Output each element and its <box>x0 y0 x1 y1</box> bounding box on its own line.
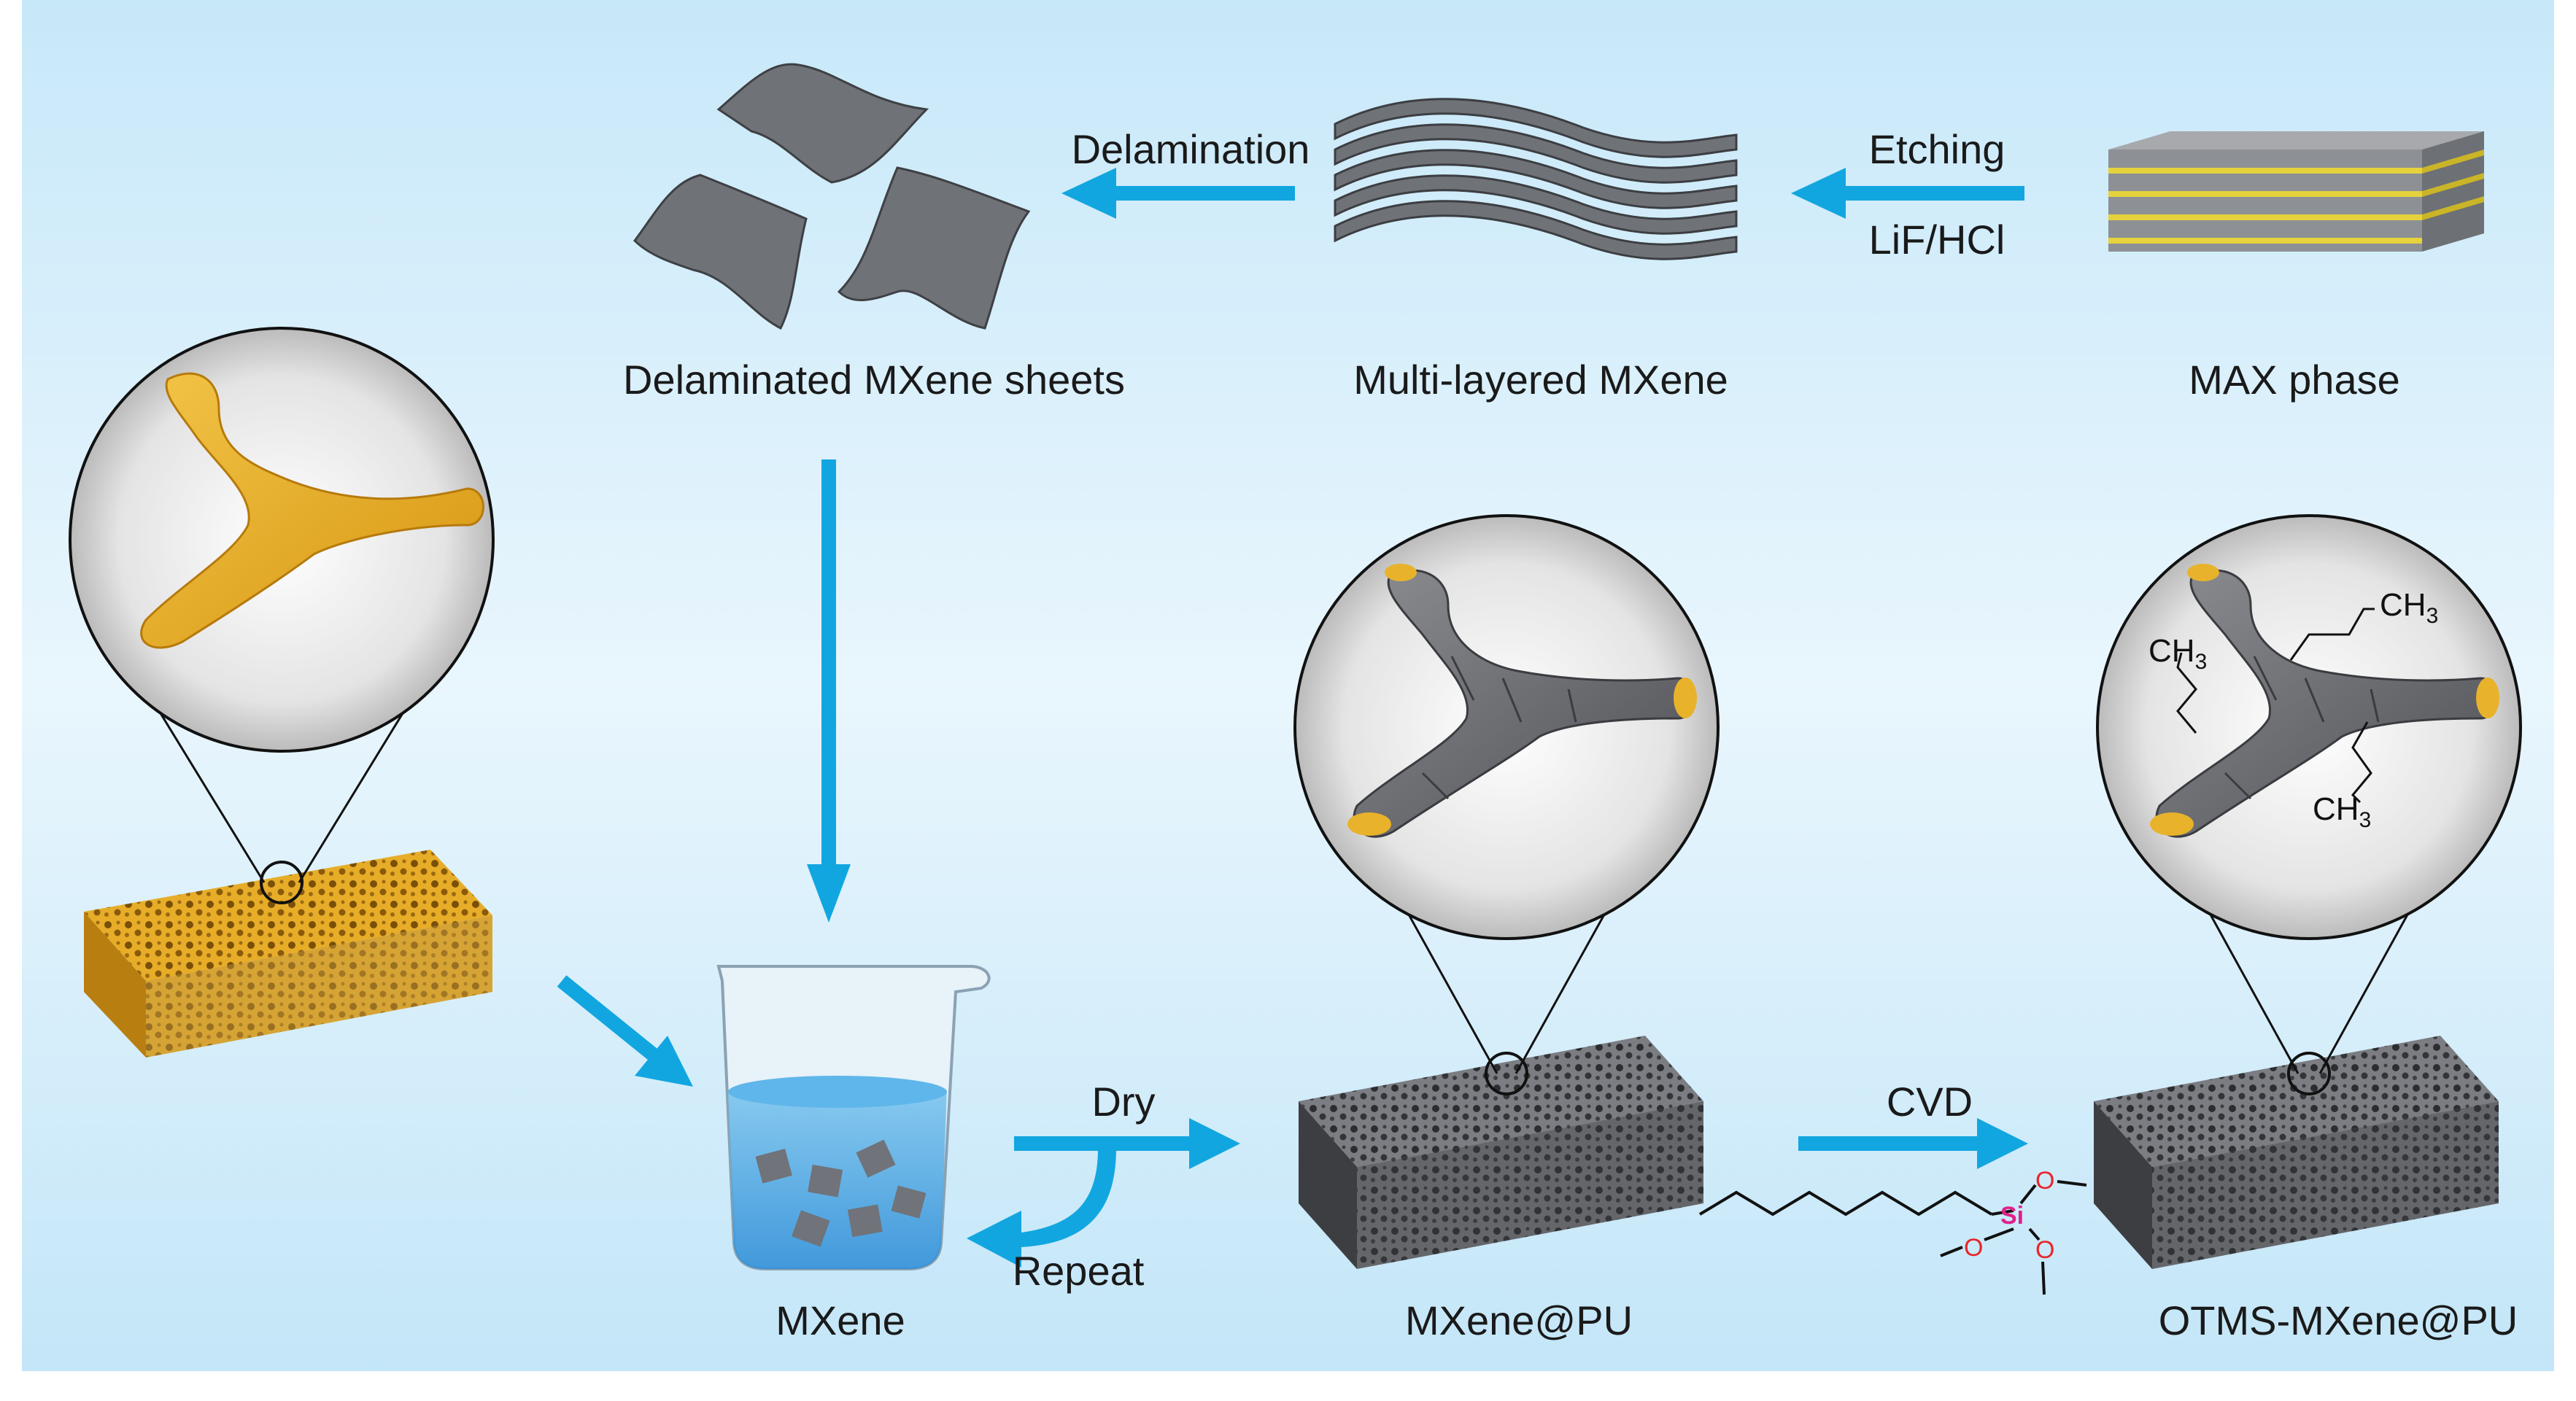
zoom-spot-left <box>260 861 303 904</box>
otms-molecule <box>1698 1180 2087 1295</box>
label-delaminated-sheets: Delaminated MXene sheets <box>623 357 1125 403</box>
label-dry: Dry <box>1091 1079 1156 1125</box>
label-repeat: Repeat <box>1012 1248 1145 1294</box>
otms-mxene-pu-foam <box>2094 1036 2499 1269</box>
label-otms-mxene-pu: OTMS-MXene@PU <box>2158 1297 2518 1343</box>
label-etching: Etching <box>1868 126 2006 172</box>
label-ch3-left: CH3 <box>2148 633 2208 674</box>
arrow-delamination <box>1061 168 1295 219</box>
pu-strut <box>140 372 484 649</box>
arrow-down-to-beaker <box>807 459 851 923</box>
delaminated-sheets <box>633 63 1031 330</box>
label-cvd: CVD <box>1886 1079 1973 1125</box>
beaker <box>716 965 991 1270</box>
zoom-spot-mid <box>1485 1052 1528 1095</box>
label-o-bottom: O <box>2035 1236 2055 1264</box>
arrow-dry <box>1014 1118 1240 1169</box>
max-phase-block <box>2108 131 2484 252</box>
multilayered-mxene <box>1334 98 1738 260</box>
pu-foam <box>84 850 492 1057</box>
label-delamination: Delamination <box>1071 126 1310 172</box>
arrow-cvd <box>1798 1118 2028 1169</box>
label-ch3-bottom: CH3 <box>2313 791 2372 832</box>
label-lif-hcl: LiF/HCl <box>1868 217 2006 263</box>
zoom-spot-right <box>2287 1052 2331 1095</box>
mxene-pu-foam <box>1299 1036 1703 1269</box>
mxene-coated-strut <box>1347 564 1697 838</box>
label-mxene-pu: MXene@PU <box>1404 1297 1633 1343</box>
arrow-foam-to-beaker <box>557 975 693 1087</box>
label-o-left: O <box>1964 1234 1984 1262</box>
label-max-phase: MAX phase <box>2189 357 2400 403</box>
arrow-repeat <box>967 1149 1116 1268</box>
label-mxene: MXene <box>775 1297 905 1343</box>
alkyl-chains <box>2176 608 2375 804</box>
otms-coated-strut <box>2150 564 2499 838</box>
label-multilayered-mxene: Multi-layered MXene <box>1353 357 1728 403</box>
label-ch3-top: CH3 <box>2380 587 2439 628</box>
arrow-etching <box>1791 168 2024 219</box>
label-si: Si <box>2000 1202 2024 1230</box>
label-o-top: O <box>2035 1167 2055 1195</box>
